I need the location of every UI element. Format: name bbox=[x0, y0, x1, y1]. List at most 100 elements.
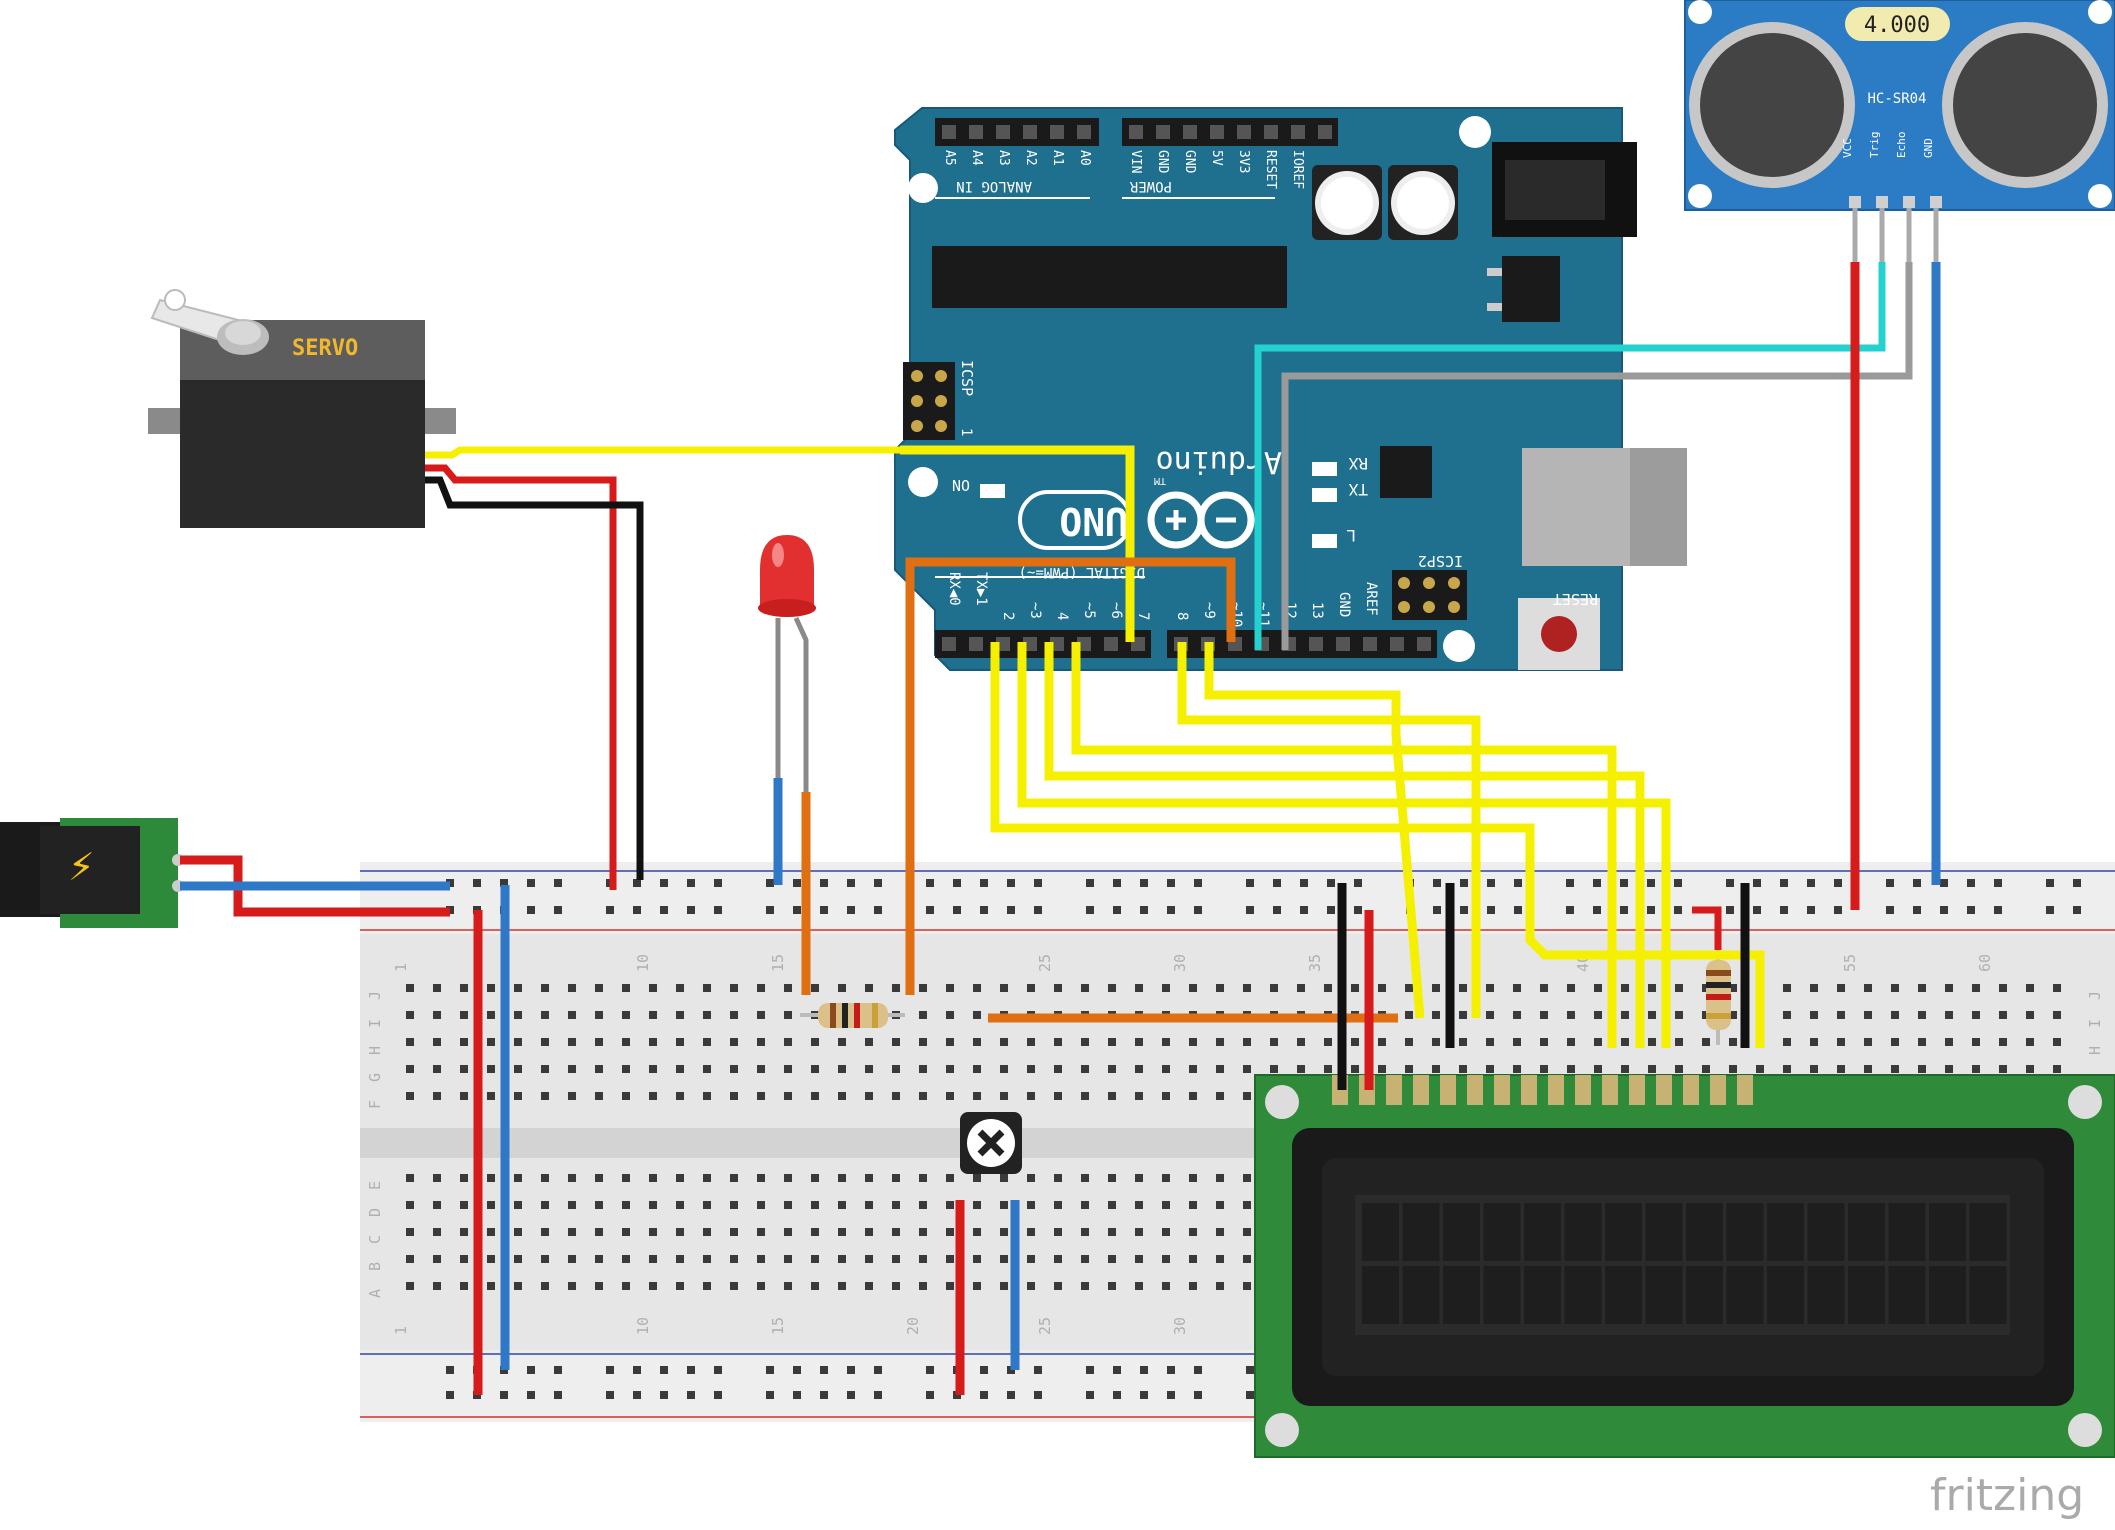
breadboard-hole bbox=[1540, 1011, 1548, 1019]
rail-hole bbox=[660, 906, 668, 914]
rx-label: RX bbox=[1348, 454, 1368, 473]
analog-pin-label: A3 bbox=[996, 150, 1011, 166]
breadboard-hole bbox=[973, 1228, 981, 1236]
breadboard-hole bbox=[892, 1174, 900, 1182]
rail-hole bbox=[554, 879, 562, 887]
breadboard-hole bbox=[865, 1282, 873, 1290]
rail-hole bbox=[874, 1391, 882, 1399]
breadboard-hole bbox=[1189, 1038, 1197, 1046]
breadboard-hole bbox=[1945, 1038, 1953, 1046]
rail-hole bbox=[1647, 906, 1655, 914]
breadboard-hole bbox=[1648, 1038, 1656, 1046]
rail-hole bbox=[1753, 906, 1761, 914]
breadboard-hole bbox=[892, 984, 900, 992]
breadboard-hole bbox=[460, 1174, 468, 1182]
breadboard-hole bbox=[1405, 1038, 1413, 1046]
arduino-logo bbox=[1147, 491, 1255, 549]
rail-hole bbox=[1460, 906, 1468, 914]
breadboard-hole bbox=[946, 1282, 954, 1290]
breadboard-hole bbox=[892, 1228, 900, 1236]
analog-pin-label: A1 bbox=[1050, 150, 1065, 166]
breadboard-hole bbox=[919, 1065, 927, 1073]
digital-pin-label: ~5 bbox=[1081, 602, 1097, 619]
lcd-char-cell bbox=[1605, 1203, 1642, 1261]
breadboard-hole bbox=[1594, 984, 1602, 992]
lcd-char-cell bbox=[1443, 1203, 1480, 1261]
breadboard-hole bbox=[757, 1201, 765, 1209]
rail-hole bbox=[1246, 1391, 1254, 1399]
breadboard-hole bbox=[1918, 1038, 1926, 1046]
breadboard-hole bbox=[406, 1038, 414, 1046]
voltage-regulator bbox=[1502, 256, 1560, 322]
rail-hole bbox=[554, 1366, 562, 1374]
breadboard-hole bbox=[1972, 1038, 1980, 1046]
digital-pin-label: 13 bbox=[1309, 602, 1325, 619]
rail-hole bbox=[1940, 906, 1948, 914]
breadboard-hole bbox=[757, 1228, 765, 1236]
red-led bbox=[758, 535, 816, 792]
breadboard-hole bbox=[1189, 984, 1197, 992]
rail-hole bbox=[1086, 1391, 1094, 1399]
rail-hole bbox=[1034, 1391, 1042, 1399]
power-section-label: POWER bbox=[1129, 178, 1172, 194]
breadboard-hole bbox=[1351, 1065, 1359, 1073]
breadboard-hole bbox=[784, 1255, 792, 1263]
rail-hole bbox=[1194, 879, 1202, 887]
mounting-hole bbox=[908, 467, 938, 497]
rail-hole bbox=[633, 879, 641, 887]
analog-pin-label: A4 bbox=[969, 150, 984, 166]
breadboard-hole bbox=[1243, 1201, 1251, 1209]
breadboard-hole bbox=[1216, 1228, 1224, 1236]
breadboard-hole bbox=[811, 1174, 819, 1182]
breadboard-hole bbox=[1594, 1011, 1602, 1019]
rail-hole bbox=[874, 879, 882, 887]
breadboard-hole bbox=[406, 1201, 414, 1209]
rail-hole bbox=[1086, 1366, 1094, 1374]
breadboard-hole bbox=[1324, 1065, 1332, 1073]
breadboard-hole bbox=[703, 1174, 711, 1182]
breadboard-hole bbox=[1054, 1201, 1062, 1209]
lcd-char-cell bbox=[1362, 1203, 1399, 1261]
crystal-label: 4.000 bbox=[1864, 13, 1930, 38]
lcd-pin bbox=[1521, 1075, 1537, 1105]
digital-pin-label: GND bbox=[1336, 592, 1352, 617]
rail-hole bbox=[1034, 879, 1042, 887]
breadboard-hole bbox=[838, 1065, 846, 1073]
breadboard-hole bbox=[1729, 984, 1737, 992]
breadboard-hole bbox=[406, 1092, 414, 1100]
rail-hole bbox=[633, 1366, 641, 1374]
breadboard-hole bbox=[1054, 1092, 1062, 1100]
breadboard-hole bbox=[1162, 984, 1170, 992]
breadboard-hole bbox=[1216, 1282, 1224, 1290]
rail-hole bbox=[1674, 879, 1682, 887]
row-letter: G bbox=[366, 1073, 384, 1082]
breadboard-hole bbox=[460, 1065, 468, 1073]
breadboard-hole bbox=[1135, 1092, 1143, 1100]
rail-hole bbox=[1514, 879, 1522, 887]
breadboard-hole bbox=[541, 1174, 549, 1182]
breadboard-hole bbox=[622, 1038, 630, 1046]
breadboard-hole bbox=[1162, 1038, 1170, 1046]
breadboard-hole bbox=[730, 1092, 738, 1100]
col-number: 15 bbox=[769, 1317, 787, 1335]
rail-hole bbox=[1167, 906, 1175, 914]
breadboard-hole bbox=[1513, 1065, 1521, 1073]
rail-hole bbox=[1354, 879, 1362, 887]
breadboard-hole bbox=[433, 1065, 441, 1073]
lcd-16x2 bbox=[1254, 1074, 2115, 1458]
lcd-char-cell bbox=[1767, 1266, 1804, 1324]
breadboard-hole bbox=[973, 1011, 981, 1019]
rail-hole bbox=[1886, 879, 1894, 887]
breadboard-hole bbox=[1135, 1038, 1143, 1046]
breadboard-hole bbox=[406, 1255, 414, 1263]
breadboard-hole bbox=[1108, 1201, 1116, 1209]
breadboard-hole bbox=[1864, 1038, 1872, 1046]
breadboard-hole bbox=[1702, 1038, 1710, 1046]
lcd-char-cell bbox=[1888, 1203, 1926, 1261]
lcd-pin bbox=[1386, 1075, 1402, 1105]
rail-hole bbox=[820, 879, 828, 887]
power-pin-label: 5V bbox=[1209, 150, 1224, 166]
breadboard-hole bbox=[541, 1282, 549, 1290]
breadboard-hole bbox=[1648, 984, 1656, 992]
breadboard-hole bbox=[865, 984, 873, 992]
